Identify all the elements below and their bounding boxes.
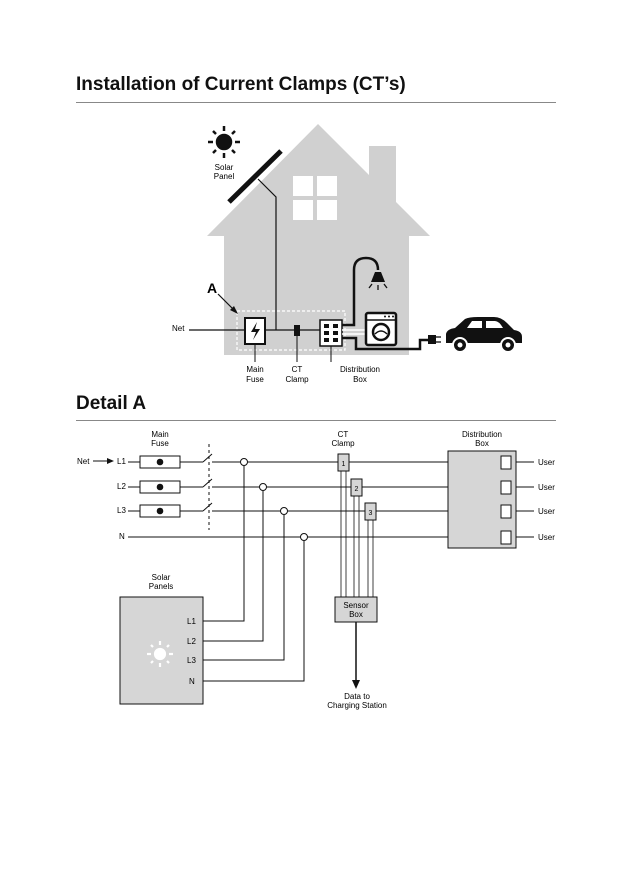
main-fuse-l1	[139, 455, 181, 469]
panel-terminal-l2: L2	[187, 637, 196, 646]
ev-plug-icon	[428, 335, 436, 344]
house-net-label: Net	[172, 324, 185, 333]
electric-car-icon	[446, 317, 522, 353]
ct-sensor-leads	[340, 471, 374, 597]
main-fuse-l2	[139, 480, 181, 494]
heading-rule	[76, 102, 556, 103]
user-label-3: User	[538, 507, 555, 516]
house-window	[293, 176, 337, 220]
detail-a-arrowhead	[230, 306, 238, 314]
main-fuse-l3	[139, 504, 181, 518]
sensor-box	[334, 596, 378, 623]
user-feed-lines	[516, 461, 534, 538]
net-arrowhead	[107, 458, 114, 464]
phase-label-l3: L3	[117, 506, 126, 515]
svg-text:1: 1	[342, 461, 346, 468]
lamp-icon	[371, 272, 385, 282]
washing-machine-icon	[364, 311, 398, 347]
panel-terminal-l3: L3	[187, 656, 196, 665]
solar-panel-bar	[227, 149, 283, 204]
ct-clamp-3: 3	[364, 502, 377, 521]
lightning-icon	[251, 322, 260, 340]
data-out-arrowhead	[352, 680, 360, 689]
isolator-switches	[202, 453, 213, 512]
detail-net-label: Net	[77, 457, 90, 466]
distribution-box-breakers	[324, 324, 338, 342]
panel-terminal-n: N	[189, 677, 195, 686]
svg-text:2: 2	[355, 486, 359, 493]
solar-panels-box	[119, 596, 204, 705]
user-label-1: User	[538, 458, 555, 467]
user-label-2: User	[538, 483, 555, 492]
phase-label-n: N	[119, 532, 125, 541]
installation-heading: Installation of Current Clamps (CT’s)	[76, 74, 406, 95]
svg-text:3: 3	[369, 510, 373, 517]
phase-label-l1: L1	[117, 457, 126, 466]
detail-heading: Detail A	[76, 393, 147, 414]
detail-heading-rule	[76, 420, 556, 421]
solar-junctions	[240, 458, 308, 541]
solar-sun-icon	[147, 641, 173, 667]
lamp-rays	[368, 283, 388, 290]
phase-bus-lines	[128, 461, 448, 538]
distribution-breakers	[500, 455, 512, 545]
detail-a-marker: A	[207, 280, 217, 296]
ct-clamp-2: 2	[350, 478, 363, 497]
lamp-cable	[342, 256, 380, 327]
panel-terminal-l1: L1	[187, 617, 196, 626]
solar-feed-lines	[203, 466, 305, 682]
house-silhouette	[207, 124, 430, 355]
ct-clamp-1: 1	[337, 453, 350, 472]
user-label-4: User	[538, 533, 555, 542]
phase-label-l2: L2	[117, 482, 126, 491]
solar-panel-mount-cable	[257, 178, 277, 330]
ev-charging-cable	[342, 336, 428, 351]
sun-icon	[208, 126, 240, 158]
ct-clamp-icon	[294, 325, 300, 336]
